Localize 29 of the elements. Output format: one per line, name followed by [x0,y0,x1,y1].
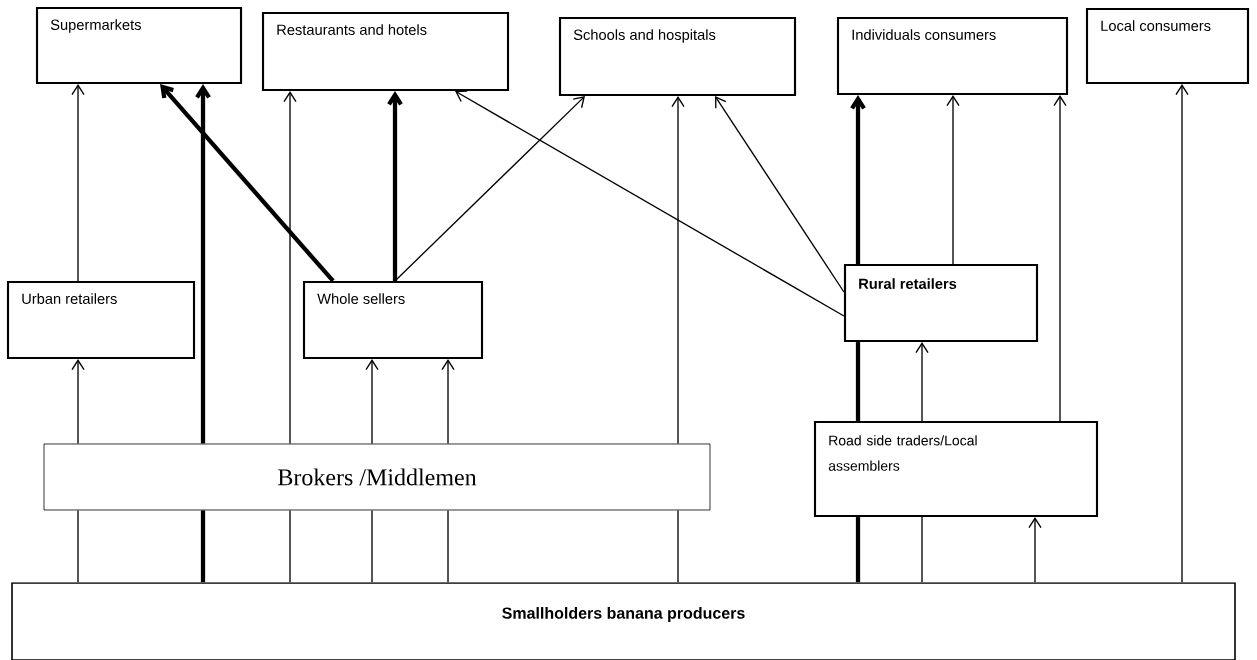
arrow [850,95,866,264]
flow-box: Local consumers [1085,7,1250,85]
arrow [160,84,335,283]
flow-box: Brokers /Middlemen [43,443,711,511]
arrow [387,91,403,281]
arrow [915,342,929,422]
flow-box: Smallholders banana producers [11,582,1236,660]
arrow [283,91,297,445]
arrow [71,359,85,445]
arrow [671,96,685,445]
arrow [1028,517,1042,583]
arrow [195,84,211,444]
flow-box: Supermarkets [35,6,243,85]
flow-box: Road side traders/Local assemblers [813,420,1099,518]
flow-box: Whole sellers [302,280,484,360]
arrow [1175,84,1189,583]
flow-box: Individuals consumers [836,16,1069,96]
arrow [365,359,379,445]
arrow [441,359,455,445]
arrow [394,96,585,282]
arrow [946,95,960,265]
arrow [715,96,845,293]
arrow [455,90,845,317]
flow-box: Restaurants and hotels [261,11,510,92]
flow-box: Rural retailers [843,263,1039,343]
flow-box: Urban retailers [6,280,196,360]
arrow [1053,95,1067,422]
flow-box: Schools and hospitals [558,16,797,97]
arrow [71,84,85,282]
